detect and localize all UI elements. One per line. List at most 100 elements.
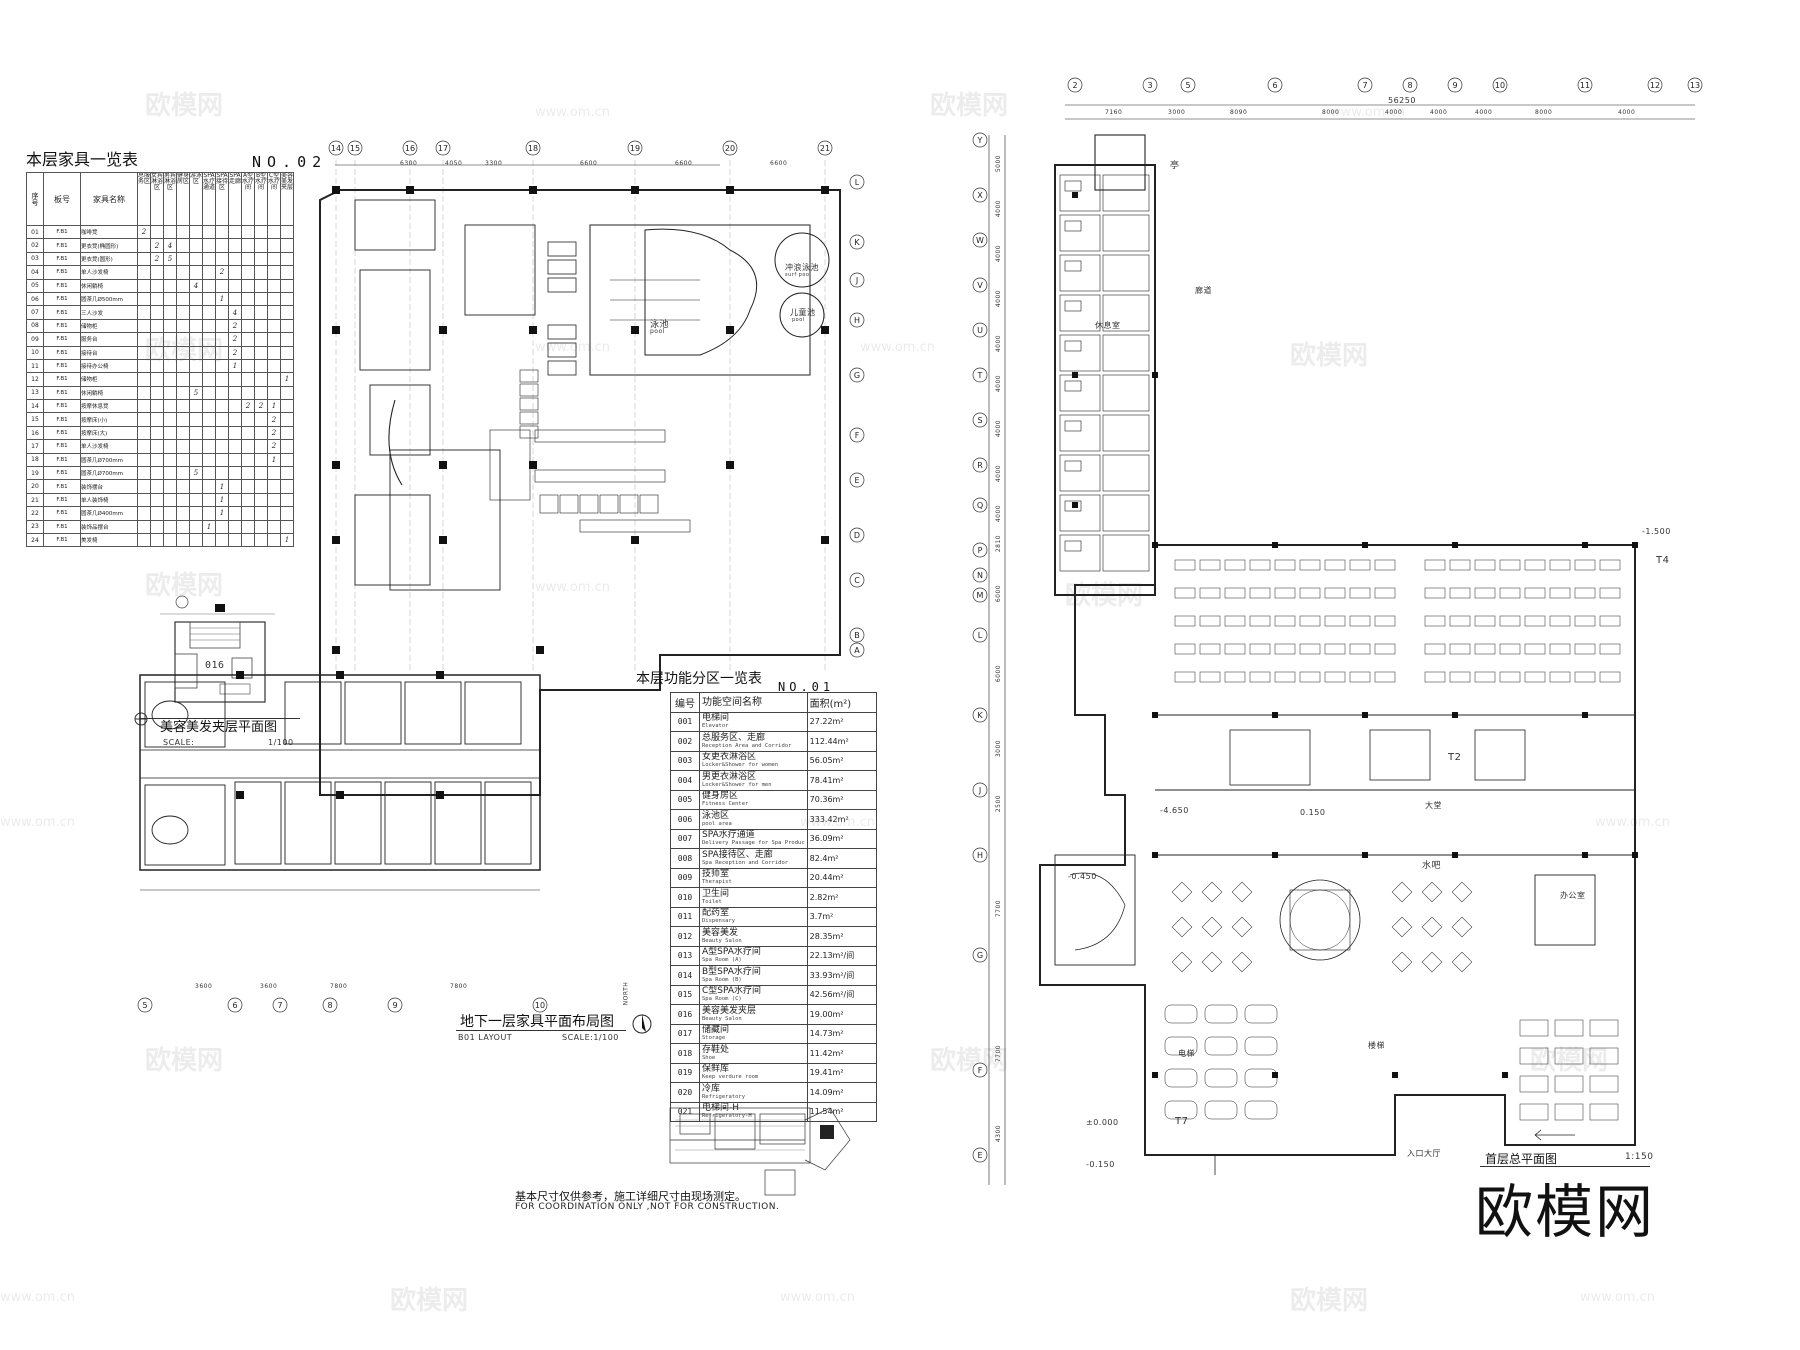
seat-row: [1349, 643, 1371, 655]
furniture-table-number: NO.02: [252, 153, 328, 171]
axis-tag-top: 19: [630, 144, 640, 153]
function-name-en: Shoe: [702, 1054, 716, 1061]
dimension-text: 6600: [580, 160, 598, 167]
function-code: 018: [670, 1043, 700, 1064]
seat-row: [1224, 559, 1246, 571]
axis-tag-left: R: [977, 461, 983, 470]
function-name: 女更衣淋浴区: [702, 752, 757, 763]
seat-row: [1249, 587, 1271, 599]
furniture-board: F.B1: [43, 318, 81, 334]
seat-row: [1174, 587, 1196, 599]
dimension-text: 2500: [995, 794, 1003, 813]
axis-circle: [328, 140, 344, 156]
seat-row: [1249, 559, 1271, 571]
header-zone: SPA接待区: [215, 172, 229, 226]
watermark-url: www.om.cn: [860, 340, 935, 355]
axis-tag-left: E: [977, 1151, 982, 1160]
furniture-name: 圆茶几Ø400mm: [80, 506, 138, 521]
header-zone: B型水疗间: [254, 172, 268, 226]
furniture-board: F.B1: [43, 278, 81, 293]
axis-tag-top: 6: [1272, 81, 1277, 90]
locker: [519, 369, 539, 383]
axis-circle: [972, 627, 988, 643]
function-area: 33.93m²/间: [806, 965, 877, 986]
furniture-seq: 03: [26, 251, 44, 267]
shower-cubicle: [539, 494, 559, 514]
watermark-logo: 欧模网: [930, 1046, 1009, 1076]
seat-row: [1324, 643, 1346, 655]
axis-circle: [1267, 77, 1283, 93]
b1-plan-sub: B01 LAYOUT: [458, 1033, 513, 1042]
banquet-table: [1589, 1103, 1619, 1121]
seat-row: [1249, 615, 1271, 627]
axis-tag-left: T: [977, 371, 983, 380]
column-mark: [1152, 852, 1158, 858]
guest-room: [1102, 494, 1150, 532]
column-mark: [406, 186, 414, 194]
axis-tag-left: Y: [977, 136, 983, 145]
dimension-text: 4000: [1430, 109, 1448, 116]
seat-row: [1174, 643, 1196, 655]
column-mark: [536, 646, 544, 654]
column-mark: [1152, 542, 1158, 548]
seat-row: [1524, 671, 1546, 683]
seat-row: [1274, 559, 1296, 571]
axis-circle: [1447, 77, 1463, 93]
function-name-en: Locker&Shower for women: [702, 762, 779, 769]
furniture-name: 按摩床(小): [80, 412, 138, 427]
furniture-board: F.B1: [43, 532, 81, 548]
banquet-table: [1519, 1103, 1549, 1121]
axis-tag-right: G: [854, 371, 860, 380]
watermark-url: www.om.cn: [0, 1290, 75, 1305]
spa-room: [284, 681, 342, 745]
dimension-text: 7160: [1105, 109, 1123, 116]
dining-table: [1391, 951, 1413, 973]
axis-tag-top: 12: [1650, 81, 1660, 90]
seat-row: [1324, 559, 1346, 571]
column-mark: [1582, 542, 1588, 548]
banquet-table: [1554, 1019, 1584, 1037]
seat-row: [1224, 615, 1246, 627]
seat-row: [1274, 643, 1296, 655]
axis-circle: [972, 782, 988, 798]
office-label: 办公室: [1560, 891, 1586, 900]
seat-row: [1474, 671, 1496, 683]
furniture-seq: 09: [26, 332, 44, 347]
bed: [1064, 340, 1082, 352]
axis-circle: [1142, 77, 1158, 93]
north-label: NORTH: [622, 981, 630, 1006]
guest-room: [1059, 254, 1101, 292]
axis-circle: [972, 412, 988, 428]
axis-tag-left: P: [978, 546, 983, 555]
lift-t7-label: T7: [1175, 1116, 1189, 1127]
dining-table: [1391, 881, 1413, 903]
axis-tag-bottom: 7: [277, 1001, 282, 1010]
axis-tag-bottom: 10: [535, 1001, 545, 1010]
watermark-logo: 欧模网: [1290, 341, 1369, 371]
column-mark: [1452, 542, 1458, 548]
furniture-seq: 06: [26, 291, 44, 307]
function-code: 005: [670, 789, 700, 810]
function-code: 009: [670, 867, 700, 888]
locker: [519, 383, 539, 397]
furniture-seq: 14: [26, 399, 44, 414]
seat-row: [1549, 587, 1571, 599]
function-name: 健身房区: [702, 791, 739, 802]
seat-row: [1449, 559, 1471, 571]
gf-plan-title: 首层总平面图: [1485, 1152, 1558, 1166]
function-name: SPA接待区、走廊: [702, 849, 773, 860]
dining-table: [1421, 881, 1443, 903]
header-name: 家具名称: [80, 172, 138, 226]
